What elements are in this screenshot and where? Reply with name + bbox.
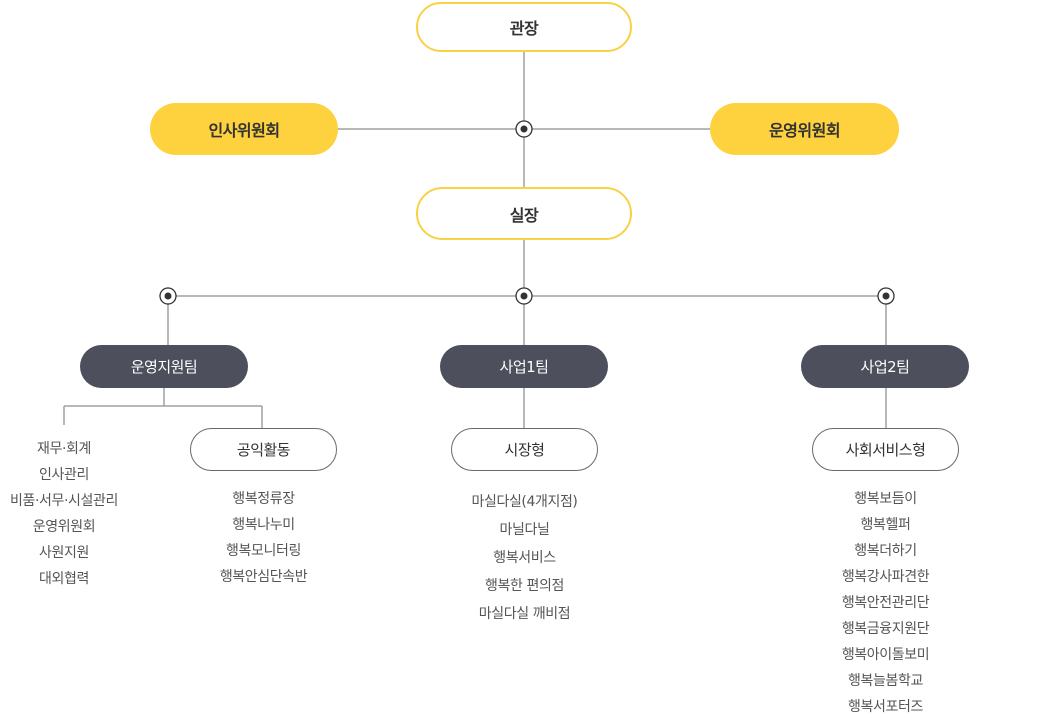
list-item: 행복안심단속반 [219, 569, 308, 585]
list-item: 행복안전관리단 [841, 595, 930, 611]
public-activity-node: 공익활동 [190, 428, 337, 471]
director-node: 관장 [416, 2, 632, 52]
list-item: 행복한 편의점 [485, 578, 564, 594]
social-service-list: 행복보듬이 행복헬퍼 행복더하기 행복강사파견한 행복안전관리단 행복금융지원단… [810, 486, 961, 720]
list-item: 행복서비스 [493, 550, 556, 566]
list-item: 마닐다닐 [499, 522, 550, 538]
manager-node: 실장 [416, 187, 632, 240]
junction-dots [159, 120, 895, 305]
hr-committee-node: 인사위원회 [150, 103, 338, 155]
team-operations-support: 운영지원팀 [80, 345, 248, 388]
list-item: 비품·서무·시설관리 [10, 493, 118, 509]
list-item: 행복늘봄학교 [848, 673, 923, 689]
list-item: 행복헬퍼 [860, 517, 911, 533]
list-item: 행복정류장 [232, 491, 295, 507]
team-business-2: 사업2팀 [801, 345, 969, 388]
list-item: 행복더하기 [854, 543, 917, 559]
operations-committee-node: 운영위원회 [710, 103, 899, 155]
market-type-node: 시장형 [451, 428, 598, 471]
list-item: 행복모니터링 [226, 543, 301, 559]
operations-tasks-list: 재무·회계 인사관리 비품·서무·시설관리 운영위원회 사원지원 대외협력 [0, 436, 132, 592]
list-item: 재무·회계 [37, 441, 91, 457]
list-item: 마실다실(4개지점) [471, 494, 578, 510]
public-activity-list: 행복정류장 행복나누미 행복모니터링 행복안심단속반 [190, 486, 337, 590]
list-item: 행복나누미 [232, 517, 295, 533]
list-item: 행복서포터즈 [848, 699, 923, 715]
list-item: 운영위원회 [32, 519, 96, 535]
team-business-1: 사업1팀 [440, 345, 608, 388]
list-item: 행복아이돌보미 [841, 647, 930, 663]
list-item: 행복강사파견한 [841, 569, 930, 585]
list-item: 인사관리 [39, 467, 89, 483]
market-type-list: 마실다실(4개지점) 마닐다닐 행복서비스 행복한 편의점 마실다실 깨비점 [434, 488, 615, 628]
list-item: 행복보듬이 [854, 491, 917, 507]
list-item: 대외협력 [39, 571, 89, 587]
social-service-node: 사회서비스형 [812, 428, 959, 471]
list-item: 사원지원 [39, 545, 89, 561]
list-item: 행복금융지원단 [841, 621, 930, 637]
list-item: 마실다실 깨비점 [478, 606, 571, 622]
